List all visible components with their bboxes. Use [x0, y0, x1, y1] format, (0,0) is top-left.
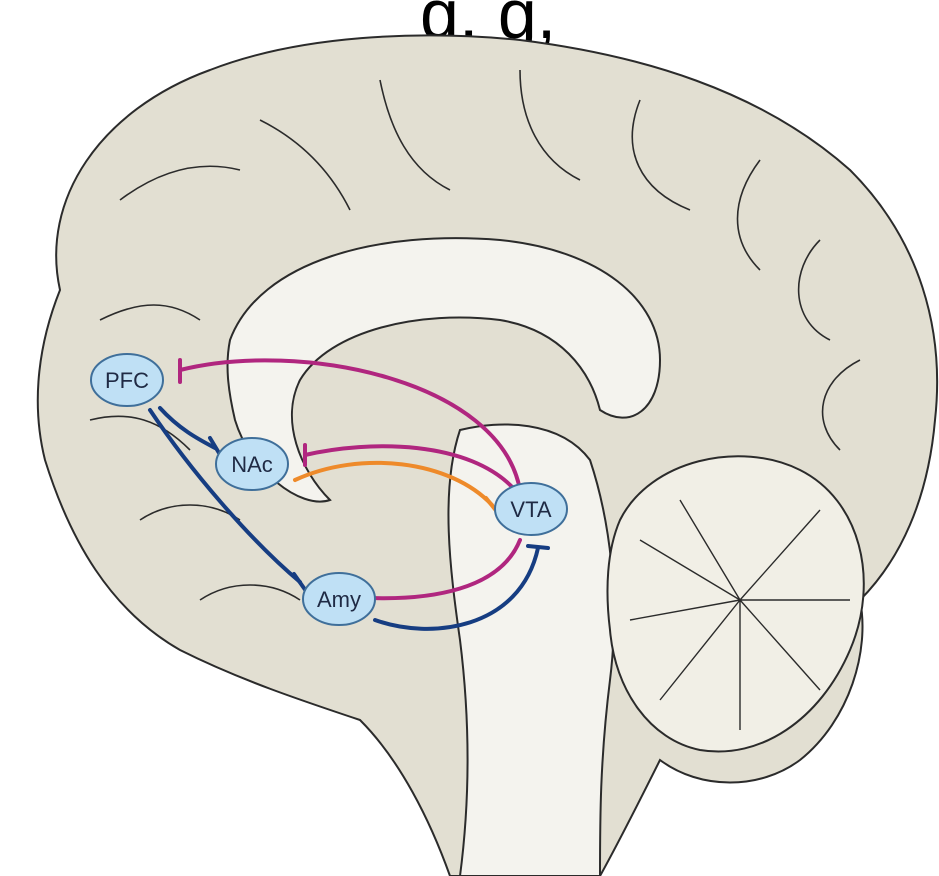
- region-node-amy: Amy: [303, 573, 375, 625]
- region-node-pfc: PFC: [91, 354, 163, 406]
- region-node-vta: VTA: [495, 483, 567, 535]
- region-node-nac: NAc: [216, 438, 288, 490]
- region-label-pfc: PFC: [105, 368, 149, 393]
- terminal-vta-navy: [528, 546, 548, 548]
- region-label-nac: NAc: [231, 452, 273, 477]
- region-label-vta: VTA: [510, 497, 551, 522]
- region-label-amy: Amy: [317, 587, 361, 612]
